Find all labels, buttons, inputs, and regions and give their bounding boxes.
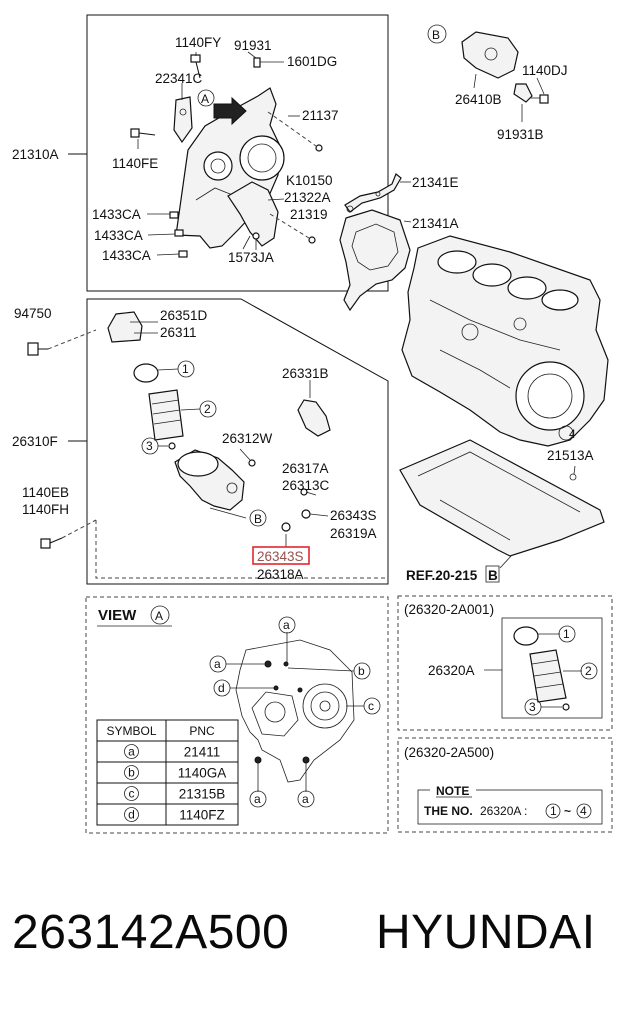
oil-seal-gaskets: 21341E 21341A (339, 173, 459, 312)
oil-pan: 21513A REF.20-215 B (399, 439, 605, 583)
label-21137: 21137 (302, 108, 339, 123)
callout-1: 1 (182, 362, 189, 376)
label-K10150: K10150 (286, 173, 333, 188)
symbol-table-frame (96, 719, 239, 826)
label-26310F: 26310F (12, 434, 58, 449)
label-21319: 21319 (290, 207, 328, 222)
view-callout-a-top: a (283, 618, 290, 632)
label-22341C: 22341C (155, 71, 203, 86)
kit-callout-1: 1 (563, 627, 570, 641)
engine-block: 4 (401, 235, 609, 447)
symbol-circle (124, 744, 139, 759)
pnc-header: PNC (189, 724, 215, 738)
label-26318A: 26318A (257, 567, 304, 582)
label-26311: 26311 (160, 325, 197, 340)
label-26313C: 26313C (282, 478, 330, 493)
label-26343S-highlighted: 26343S (257, 549, 304, 564)
label-variant-2A001: (26320-2A001) (404, 602, 494, 617)
pnc-cell: 1140FZ (179, 808, 225, 823)
bracket-B-group: B 1140DJ 26410B 91931B (427, 24, 568, 142)
timing-cover-group: 1140FY 91931 1601DG 22341C 21137 21310A … (12, 14, 389, 292)
note-part: 26320A : (480, 804, 527, 818)
symbol-cell: b (128, 766, 135, 780)
label-91931: 91931 (234, 38, 272, 53)
pnc-cell: 1140GA (178, 766, 227, 781)
symbol-cell: c (129, 787, 135, 801)
label-94750: 94750 (14, 306, 52, 321)
label-1433CA-3: 1433CA (102, 248, 151, 263)
label-21341A: 21341A (412, 216, 459, 231)
label-1140EB: 1140EB (22, 485, 69, 500)
label-ref: REF.20-215 (406, 568, 478, 583)
label-1140FY: 1140FY (175, 35, 221, 50)
label-1433CA-1: 1433CA (92, 207, 141, 222)
label-1140FE: 1140FE (112, 156, 158, 171)
brand-name: HYUNDAI (376, 906, 596, 959)
symbol-table: SYMBOL PNC a 21411 b 1140GA c 21315B d 1140FZ (96, 719, 239, 826)
note-to: 4 (580, 804, 587, 818)
callout-2: 2 (204, 402, 211, 416)
label-91931B: 91931B (497, 127, 544, 142)
view-callout-d: d (218, 681, 225, 695)
label-1433CA-2: 1433CA (94, 228, 143, 243)
callout-3: 3 (146, 439, 153, 453)
view-title: VIEW (98, 607, 137, 624)
view-a-panel: VIEW A a a b d c a (85, 596, 389, 834)
label-26343S: 26343S (330, 508, 377, 523)
note-tilde: ~ (564, 804, 571, 818)
view-callout-a-bl: a (254, 792, 261, 806)
label-26331B: 26331B (282, 366, 329, 381)
label-21310A: 21310A (12, 147, 59, 162)
footer: 263142A500 HYUNDAI (0, 905, 634, 975)
oil-filter-group: 94750 26351D 26311 1 26331B 2 26310F 3 2… (12, 298, 389, 585)
kit-callout-3: 3 (529, 700, 536, 714)
callout-B: B (254, 512, 262, 526)
variant-panel: (26320-2A001) 26320A 1 2 3 (26320-2A500)… (397, 595, 613, 833)
label-26319A: 26319A (330, 526, 377, 541)
pnc-cell: 21315B (179, 787, 226, 802)
view-callout-a-left: a (214, 657, 221, 671)
label-26351D: 26351D (160, 308, 208, 323)
note-the-no: THE NO. (424, 804, 473, 818)
symbol-cell: a (128, 745, 135, 759)
view-callout-a-br: a (302, 792, 309, 806)
symbol-circle (124, 786, 139, 801)
part-number: 263142A500 (12, 906, 290, 959)
note-title: NOTE (436, 784, 469, 798)
symbol-cell: d (128, 808, 135, 822)
note-from: 1 (550, 804, 557, 818)
label-26320A: 26320A (428, 663, 475, 678)
view-title-a: A (155, 609, 163, 623)
view-callout-c: c (368, 699, 374, 713)
label-1140FH: 1140FH (22, 502, 69, 517)
label-21341E: 21341E (412, 175, 459, 190)
label-26410B: 26410B (455, 92, 502, 107)
label-1601DG: 1601DG (287, 54, 337, 69)
label-21322A: 21322A (284, 190, 331, 205)
view-callout-b: b (358, 664, 365, 678)
symbol-header: SYMBOL (106, 724, 156, 738)
label-21513A: 21513A (547, 448, 594, 463)
callout-A: A (201, 92, 209, 106)
kit-callout-2: 2 (585, 664, 592, 678)
symbol-circle (124, 807, 139, 822)
label-26312W: 26312W (222, 431, 273, 446)
label-ref-b: B (488, 568, 498, 583)
callout-B2: B (432, 28, 440, 42)
label-1140DJ: 1140DJ (522, 63, 568, 78)
label-26317A: 26317A (282, 461, 329, 476)
parts-diagram: 1140FY 91931 1601DG 22341C 21137 21310A … (12, 14, 613, 834)
pnc-cell: 21411 (184, 745, 221, 760)
callout-4a: 4 (569, 427, 576, 441)
symbol-circle (124, 765, 139, 780)
label-variant-2A500: (26320-2A500) (404, 745, 494, 760)
label-1573JA: 1573JA (228, 250, 274, 265)
